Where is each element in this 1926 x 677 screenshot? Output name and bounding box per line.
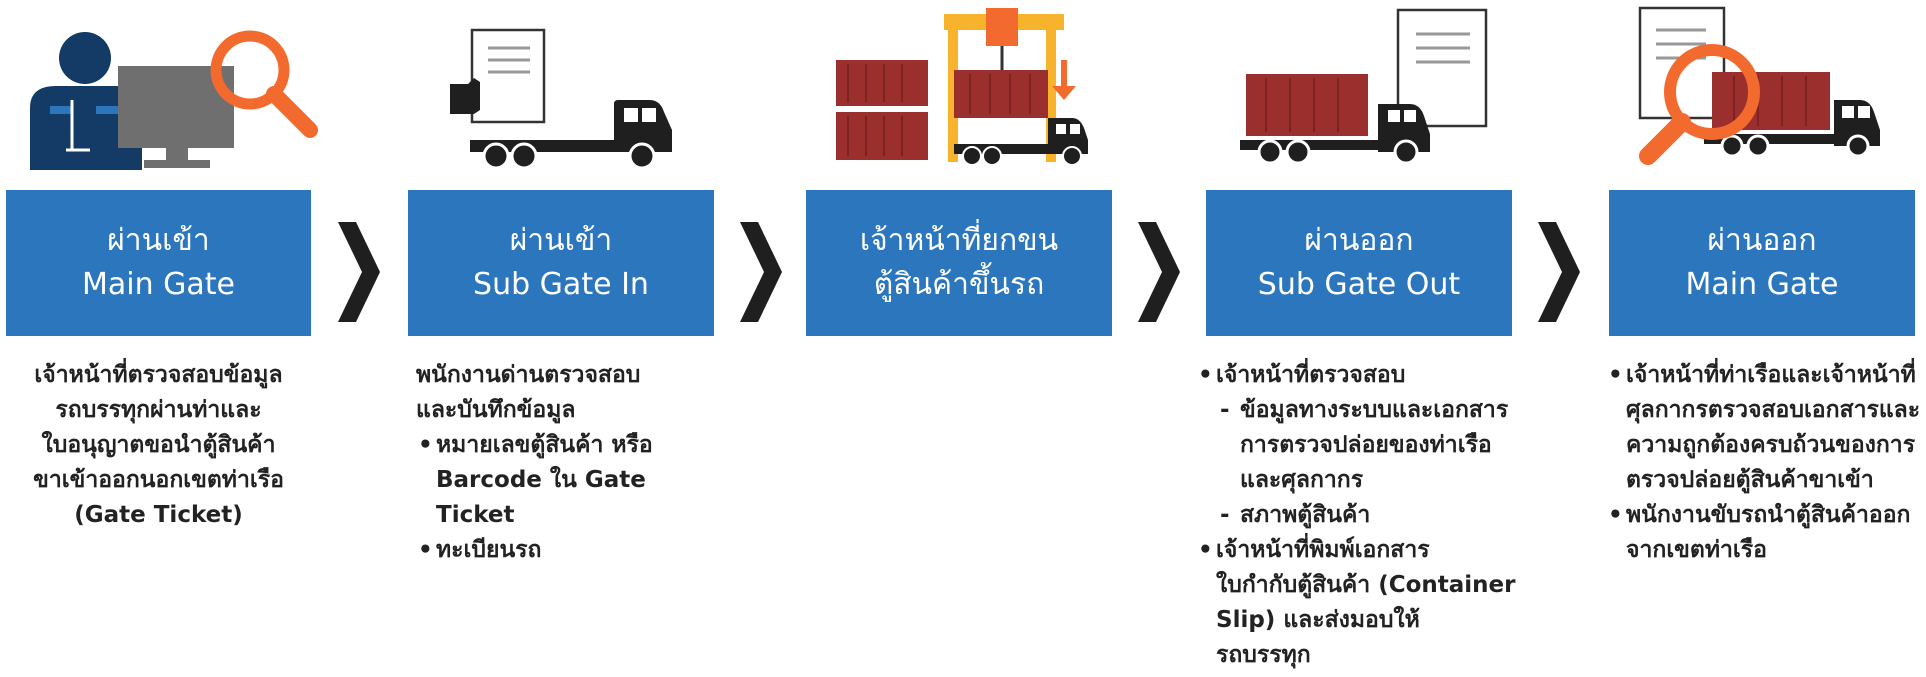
sub-item: ข้อมูลทางระบบและเอกสาร การตรวจปล่อยของท่… — [1196, 393, 1526, 498]
step-title-en: Sub Gate Out — [1257, 267, 1461, 302]
step-box-sub-gate-in: ผ่านเข้า Sub Gate In — [408, 190, 714, 336]
desc-line: รถบรรทุกผ่านท่าและ — [55, 397, 262, 423]
desc-line: (Gate Ticket) — [74, 502, 243, 528]
bullet-list: เจ้าหน้าที่ท่าเรือและเจ้าหน้าที่ ศุลกากร… — [1606, 358, 1924, 568]
step-description-main-gate-in: เจ้าหน้าที่ตรวจสอบข้อมูล รถบรรทุกผ่านท่า… — [6, 358, 311, 533]
bullet-item: เจ้าหน้าที่ท่าเรือและเจ้าหน้าที่ ศุลกากร… — [1606, 358, 1924, 498]
chevron-right-icon — [740, 222, 782, 322]
bullet-list: เจ้าหน้าที่ตรวจสอบ ข้อมูลทางระบบและเอกสา… — [1196, 358, 1526, 673]
chevron-right-icon — [1538, 222, 1580, 322]
step-title-en: Main Gate — [1685, 267, 1839, 302]
desc-line: พนักงานด่านตรวจสอบ — [416, 362, 641, 388]
step-title-th: เจ้าหน้าที่ยกขน — [859, 223, 1059, 258]
step-title-th: ผ่านออก — [1304, 223, 1414, 258]
step-title-en: ตู้สินค้าขึ้นรถ — [873, 267, 1045, 302]
bullet-item: เจ้าหน้าที่ตรวจสอบ — [1196, 358, 1526, 393]
desc-line: เจ้าหน้าที่ตรวจสอบข้อมูล — [34, 362, 283, 388]
step-box-main-gate-out: ผ่านออก Main Gate — [1609, 190, 1915, 336]
step-box-sub-gate-out: ผ่านออก Sub Gate Out — [1206, 190, 1512, 336]
officer-computer-magnifier-icon — [30, 30, 318, 170]
step-title-th: ผ่านออก — [1707, 223, 1817, 258]
bullet-item: หมายเลขตู้สินค้า หรือ Barcode ใน Gate Ti… — [416, 428, 716, 533]
step-description-sub-gate-out: เจ้าหน้าที่ตรวจสอบ ข้อมูลทางระบบและเอกสา… — [1196, 358, 1526, 673]
chevron-right-icon — [338, 222, 380, 322]
crane-container-truck-icon — [836, 8, 1088, 166]
magnifier-truck-document-icon — [1638, 6, 1880, 165]
desc-line: ขาเข้าออกนอกเขตท่าเรือ — [33, 467, 284, 493]
step-description-sub-gate-in: พนักงานด่านตรวจสอบ และบันทึกข้อมูล หมายเ… — [416, 358, 716, 568]
step-description-main-gate-out: เจ้าหน้าที่ท่าเรือและเจ้าหน้าที่ ศุลกากร… — [1606, 358, 1924, 568]
step-title-en: Main Gate — [81, 267, 235, 302]
step-title-th: ผ่านเข้า — [107, 223, 210, 258]
truck-hand-document-icon — [450, 28, 672, 170]
step-title-en: Sub Gate In — [473, 267, 649, 302]
truck-container-document-icon — [1240, 8, 1488, 165]
bullet-item: ทะเบียนรถ — [416, 533, 716, 568]
bullet-list: หมายเลขตู้สินค้า หรือ Barcode ใน Gate Ti… — [416, 428, 716, 568]
desc-line: และบันทึกข้อมูล — [416, 397, 576, 423]
chevron-right-icon — [1138, 222, 1180, 322]
bullet-item: พนักงานขับรถนำตู้สินค้าออก จากเขตท่าเรือ — [1606, 498, 1924, 568]
sub-item: สภาพตู้สินค้า — [1196, 498, 1526, 533]
bullet-item: เจ้าหน้าที่พิมพ์เอกสาร ใบกำกับตู้สินค้า … — [1196, 533, 1526, 673]
step-box-lift-container: เจ้าหน้าที่ยกขน ตู้สินค้าขึ้นรถ — [806, 190, 1112, 336]
desc-line: ใบอนุญาตขอนำตู้สินค้า — [41, 432, 276, 458]
step-title-th: ผ่านเข้า — [509, 223, 613, 258]
step-box-main-gate-in: ผ่านเข้า Main Gate — [6, 190, 311, 336]
